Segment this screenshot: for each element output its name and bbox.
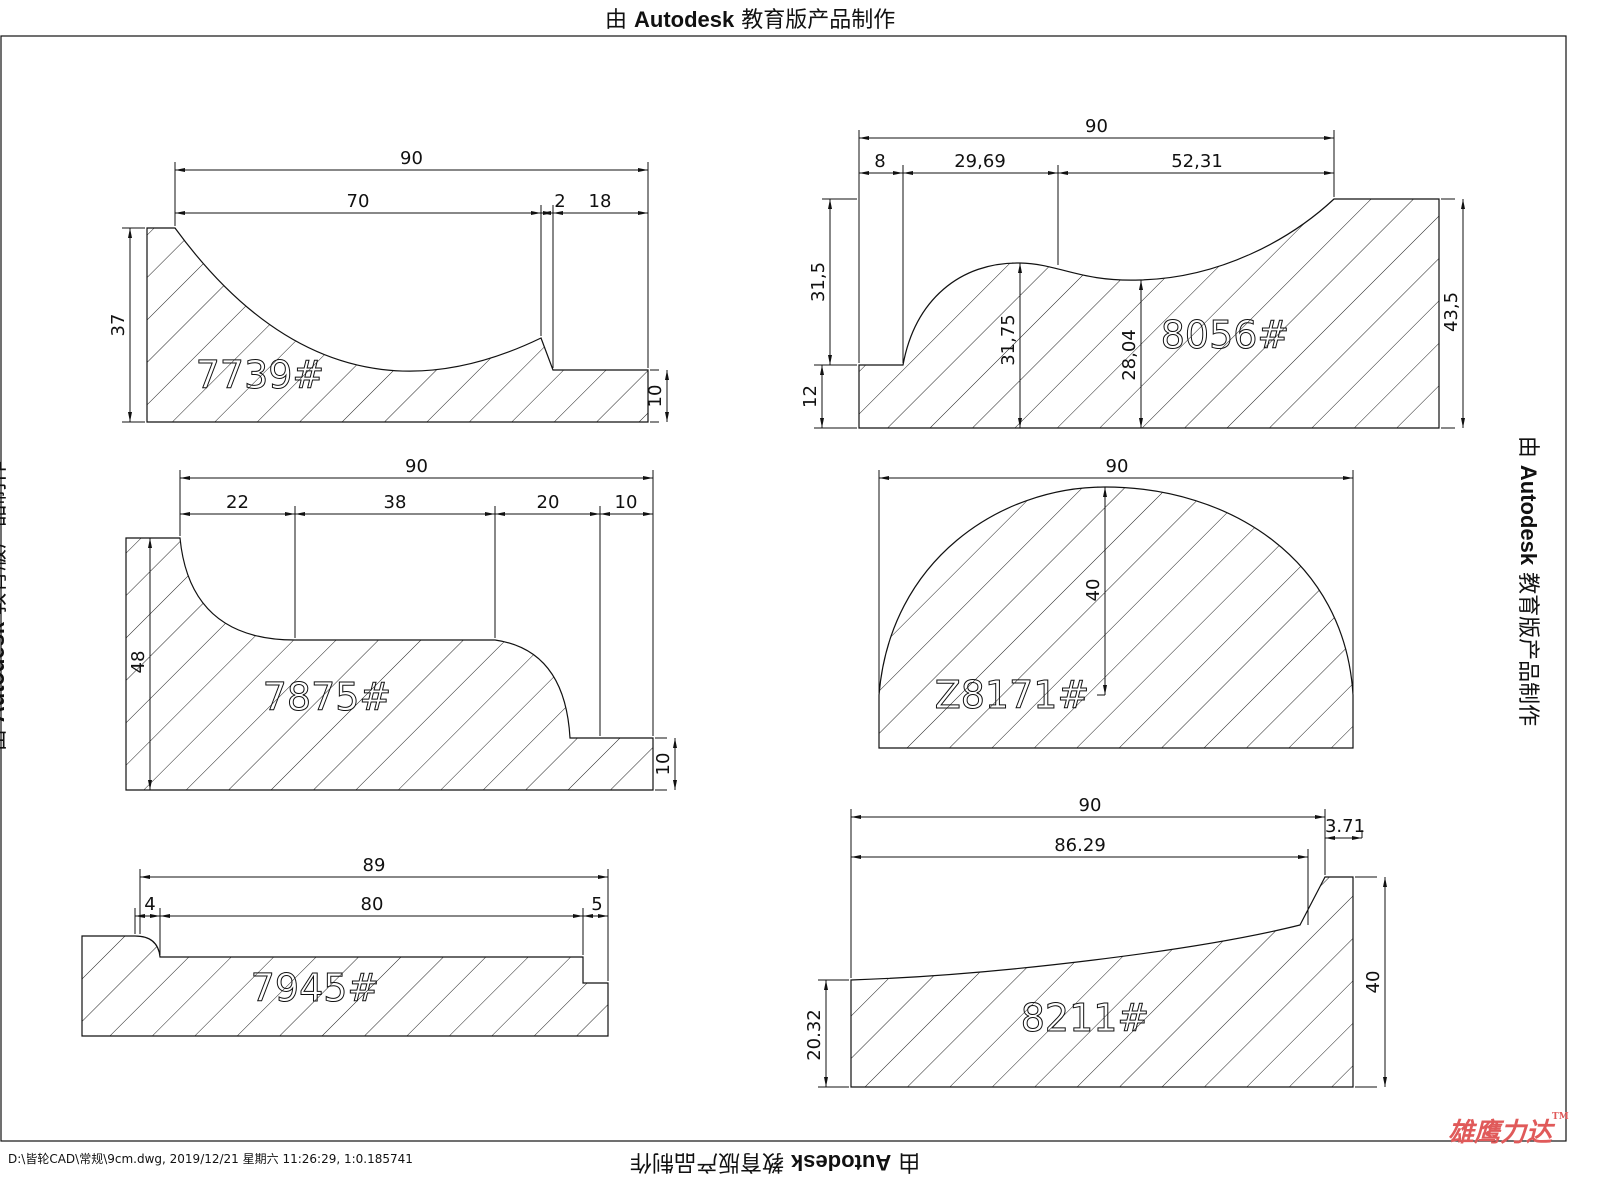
- watermark-prefix: 由: [898, 1149, 921, 1174]
- dimension-text: 31,75: [998, 314, 1019, 366]
- plot-stamp: D:\皆轮CAD\常规\9cm.dwg, 2019/12/21 星期六 11:2…: [8, 1152, 413, 1166]
- vertical-dimension: 31,5: [808, 198, 857, 366]
- drawing-frame: [0, 35, 1567, 1142]
- trademark: TM: [1552, 1112, 1569, 1122]
- horizontal-dimension: 90: [878, 456, 1354, 693]
- section-shape: [146, 227, 649, 423]
- brand-logo: 雄鹰力达TM: [1448, 1112, 1569, 1149]
- dimension-text: 90: [400, 148, 423, 169]
- vertical-dimension: 48: [128, 537, 152, 791]
- dimension-text: 43,5: [1441, 292, 1462, 332]
- dimension-text: 31,5: [808, 262, 829, 302]
- vertical-dimension: 12: [800, 364, 857, 429]
- dimension-text: 80: [361, 894, 384, 915]
- dimension-text: 2: [554, 191, 565, 212]
- watermark-prefix: 由: [0, 729, 10, 751]
- horizontal-dimension: 10: [599, 492, 654, 736]
- dimension-text: 10: [645, 385, 666, 408]
- watermark-bottom: 由 Autodesk 教育版产品制作: [630, 1148, 920, 1180]
- watermark-brand: Autodesk: [1516, 464, 1542, 566]
- dimension-text: 8: [874, 151, 885, 172]
- dimension-text: 40: [1083, 579, 1104, 602]
- watermark-brand: Autodesk: [634, 7, 735, 32]
- dimension-text: 5: [591, 894, 602, 915]
- horizontal-dimension: 8: [858, 151, 904, 363]
- dimensions: 90 70 2 18 37 10 90 8 29,69 52,31 31,5 12 31,75 28,04…: [108, 116, 1465, 1088]
- profile-label: 8056#: [1161, 313, 1290, 357]
- dimension-text: 48: [128, 651, 149, 674]
- watermark-prefix: 由: [1515, 435, 1541, 458]
- dimension-text: 70: [347, 191, 370, 212]
- watermark-prefix: 由: [605, 8, 628, 33]
- dimension-text: 89: [363, 855, 386, 876]
- section-shape: [81, 935, 609, 1037]
- vertical-dimension: 43,5: [1441, 198, 1465, 429]
- watermark-top: 由 Autodesk 教育版产品制作: [605, 2, 895, 34]
- dimension-text: 90: [1106, 456, 1129, 477]
- vertical-dimension: 20.32: [804, 979, 849, 1088]
- horizontal-dimension: 90: [858, 116, 1335, 363]
- dimension-text: 90: [1085, 116, 1108, 137]
- dimension-text: 38: [384, 492, 407, 513]
- horizontal-dimension: 80: [159, 894, 584, 955]
- vertical-dimension: 37: [108, 227, 145, 423]
- dimension-text: 40: [1363, 971, 1384, 994]
- horizontal-dimension: 38: [294, 492, 496, 638]
- section-shape: [878, 486, 1354, 749]
- dimension-text: 90: [405, 456, 428, 477]
- horizontal-dimension: 18: [552, 191, 649, 368]
- horizontal-dimension: 3.71: [1324, 816, 1365, 875]
- profile-label: 7945#: [251, 966, 380, 1010]
- profile-label: 8211#: [1021, 996, 1150, 1040]
- dimension-text: 12: [800, 385, 821, 408]
- dimension-text: 20: [537, 492, 560, 513]
- dimension-text: 20.32: [804, 1009, 825, 1061]
- watermark-suffix: 教育版产品制作: [0, 460, 11, 615]
- logo-text: 雄鹰力达: [1448, 1118, 1553, 1148]
- profile-z8171: Z8171#: [878, 486, 1354, 749]
- dimension-text: 90: [1079, 795, 1102, 816]
- vertical-dimension: 40: [1355, 876, 1387, 1088]
- watermark-brand: Autodesk: [0, 621, 10, 723]
- section-shape: [125, 537, 654, 791]
- watermark-suffix: 教育版产品制作: [734, 8, 896, 33]
- profile-7739: 7739#: [146, 227, 649, 423]
- vertical-dimension: 10: [653, 737, 677, 791]
- vertical-dimension: 40: [1083, 486, 1107, 696]
- dimension-text: 10: [653, 753, 674, 776]
- watermark-left: 由 Autodesk 教育版产品制作: [0, 461, 11, 751]
- dimension-text: 52,31: [1171, 151, 1223, 172]
- horizontal-dimension: 52,31: [1057, 151, 1335, 265]
- watermark-suffix: 教育版产品制作: [630, 1149, 791, 1174]
- vertical-dimension: 10: [645, 369, 669, 423]
- profile-7875: 7875#: [125, 537, 654, 791]
- dimension-text: 28,04: [1119, 329, 1140, 381]
- dimension-text: 3.71: [1325, 816, 1365, 837]
- profile-7945: 7945#: [81, 935, 609, 1037]
- vertical-dimension: 31,75: [998, 262, 1022, 429]
- section-shape: [858, 198, 1440, 429]
- watermark-suffix: 教育版产品制作: [1515, 565, 1541, 727]
- profile-label: Z8171#: [935, 673, 1090, 717]
- dimension-text: 29,69: [954, 151, 1006, 172]
- dimension-text: 86.29: [1054, 835, 1106, 856]
- watermark-right: 由 Autodesk 教育版产品制作: [1514, 436, 1546, 726]
- horizontal-dimension: 86.29: [850, 835, 1309, 978]
- profile-label: 7875#: [263, 675, 392, 719]
- profile-8056: 8056#: [858, 198, 1440, 429]
- section-shape: [850, 876, 1354, 1088]
- horizontal-dimension: 5: [582, 894, 609, 981]
- dimension-text: 37: [108, 314, 129, 337]
- profile-8211: 8211#: [850, 876, 1354, 1088]
- dimension-text: 10: [615, 492, 638, 513]
- dimension-text: 18: [589, 191, 612, 212]
- profile-label: 7739#: [196, 353, 325, 397]
- vertical-dimension: 28,04: [1119, 279, 1143, 429]
- watermark-brand: Autodesk: [791, 1150, 892, 1175]
- dimension-text: 4: [144, 894, 155, 915]
- dimension-text: 22: [226, 492, 249, 513]
